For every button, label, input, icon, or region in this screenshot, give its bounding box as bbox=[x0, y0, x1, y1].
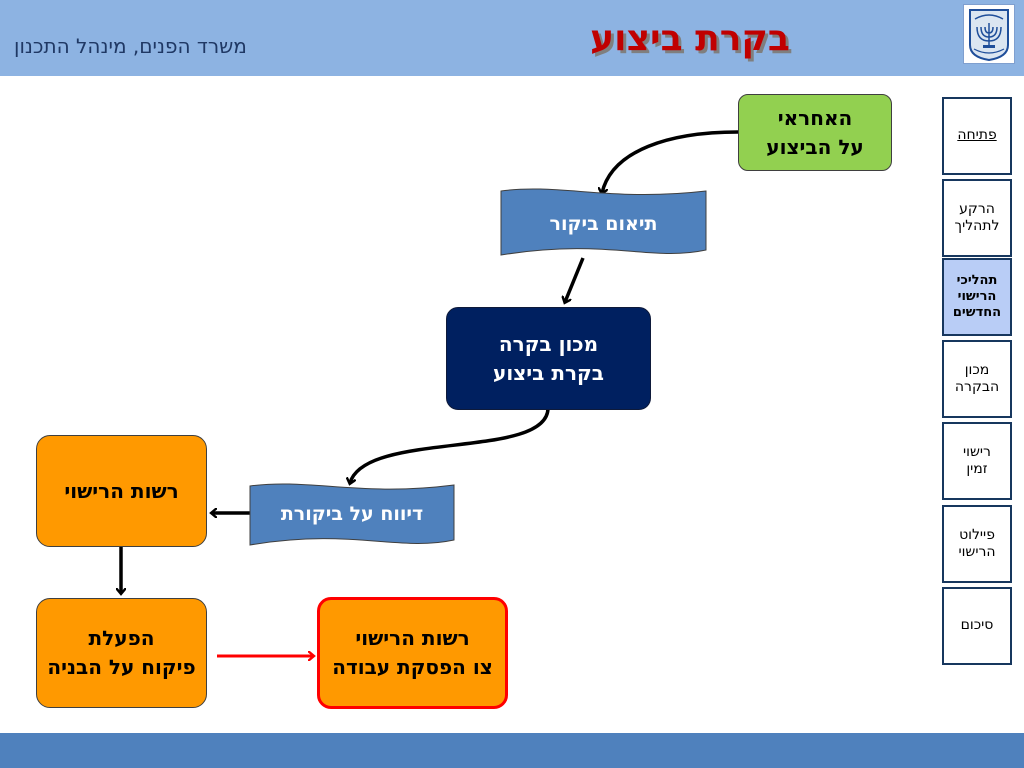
nav-label: פיילוט bbox=[959, 526, 995, 543]
responsible-box: האחראי על הביצוע bbox=[738, 94, 892, 171]
arrow-responsible-to-coordination bbox=[602, 130, 739, 193]
enforcement-box: הפעלת פיקוח על הבניה bbox=[36, 598, 207, 708]
enforcement-line1: הפעלת bbox=[88, 626, 155, 650]
nav-label: זמין bbox=[966, 461, 988, 477]
nav-label: מכון bbox=[964, 361, 990, 378]
arrow-institute-to-report bbox=[350, 407, 550, 483]
nav-label: הרקע bbox=[959, 200, 995, 217]
licensing-authority-box: רשות הרישוי bbox=[36, 435, 207, 547]
nav-label: רישוי bbox=[963, 443, 991, 460]
responsible-line1: האחראי bbox=[777, 105, 853, 130]
footer-bar bbox=[0, 733, 1024, 768]
coordination-document-shape bbox=[500, 188, 707, 256]
responsible-line2: על הביצוע bbox=[766, 134, 864, 159]
nav-label: החדשים bbox=[952, 305, 1002, 321]
nav-label: הרישוי bbox=[958, 544, 996, 560]
ministry-subtitle: משרד הפנים, מינהל התכנון bbox=[14, 34, 247, 58]
licensing-authority-label: רשות הרישוי bbox=[64, 478, 179, 503]
header-bar bbox=[0, 0, 1024, 76]
nav-label: הבקרה bbox=[954, 379, 1000, 395]
institute-box: מכון בקרה בקרת ביצוע bbox=[446, 307, 651, 410]
state-emblem-icon bbox=[963, 4, 1015, 64]
nav-label: לתהליך bbox=[954, 218, 1000, 234]
stop-order-line2: צו הפסקת עבודה bbox=[332, 655, 493, 679]
stop-order-box: רשות הרישוי צו הפסקת עבודה bbox=[317, 597, 508, 709]
page-title: בקרת ביצוע bbox=[590, 18, 790, 59]
nav-item-summary[interactable]: סיכום bbox=[942, 587, 1012, 665]
nav-label: פתיחה bbox=[957, 127, 997, 144]
stop-order-line1: רשות הרישוי bbox=[355, 626, 470, 650]
nav-label: סיכום bbox=[960, 617, 994, 634]
coordination-label: תיאום ביקור bbox=[549, 213, 658, 235]
nav-label: הרישוי bbox=[957, 288, 997, 304]
institute-line1: מכון בקרה bbox=[498, 331, 599, 356]
nav-item-opening[interactable]: פתיחה bbox=[942, 97, 1012, 175]
institute-line2: בקרת ביצוע bbox=[493, 360, 604, 385]
arrow-coordination-to-institute bbox=[565, 257, 585, 302]
nav-label: תהליכי bbox=[956, 272, 998, 288]
report-label: דיווח על ביקורת bbox=[280, 503, 424, 525]
report-document-shape bbox=[249, 483, 455, 546]
enforcement-line2: פיקוח על הבניה bbox=[47, 655, 196, 679]
